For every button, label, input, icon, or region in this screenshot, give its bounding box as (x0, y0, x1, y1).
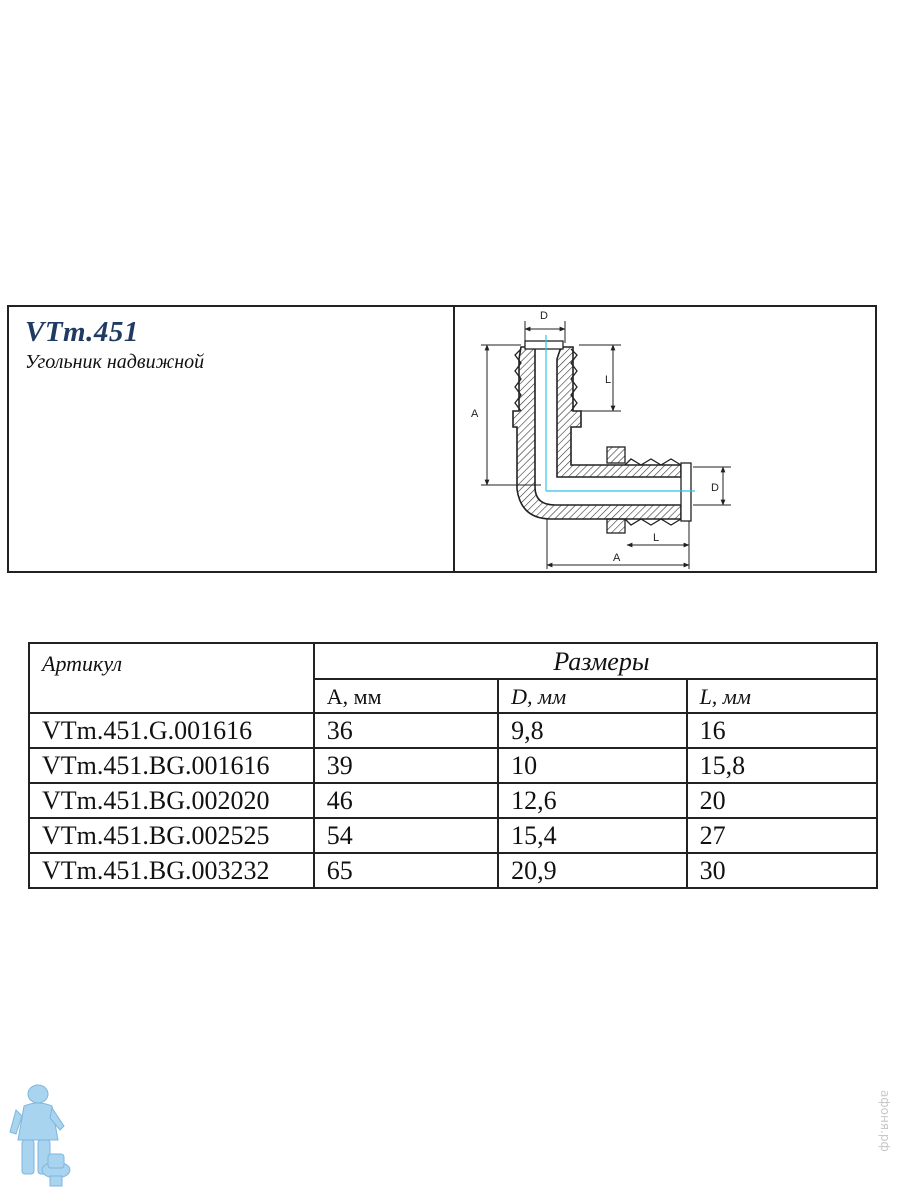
dimensions-table: Артикул Размеры А, мм D, мм L, мм VTm.45… (28, 642, 879, 889)
table-row: VTm.451.G.001616 36 9,8 16 (28, 712, 879, 749)
a-cell: 46 (312, 782, 500, 819)
table-row: VTm.451.BG.002020 46 12,6 20 (28, 782, 879, 819)
article-header: Артикул (28, 642, 315, 714)
dimensions-group-header: Размеры (312, 642, 879, 680)
product-name: Угольник надвижной (25, 351, 205, 373)
dim-label-l-vertical: L (605, 374, 611, 386)
l-cell: 30 (685, 852, 879, 889)
technical-drawing: D L A D L A (455, 307, 875, 571)
article-cell: VTm.451.BG.003232 (28, 852, 315, 889)
l-cell: 15,8 (685, 747, 879, 784)
dim-label-d-top: D (540, 310, 548, 322)
table-row: VTm.451.BG.003232 65 20,9 30 (28, 852, 879, 889)
column-a-header: А, мм (312, 678, 500, 714)
horizontal-fitting (606, 446, 692, 534)
l-cell: 20 (685, 782, 879, 819)
a-cell: 36 (312, 712, 500, 749)
d-cell: 15,4 (497, 817, 688, 854)
d-cell: 9,8 (497, 712, 688, 749)
site-watermark: афоня.рф (878, 1090, 892, 1152)
d-cell: 12,6 (497, 782, 688, 819)
vertical-barbs (514, 340, 578, 412)
product-card: VTm.451 Угольник надвижной (7, 305, 877, 573)
dim-label-l-horizontal: L (653, 532, 659, 544)
dimension-lines (481, 321, 731, 569)
dim-label-d-right: D (711, 482, 719, 494)
table-row: VTm.451.BG.002525 54 15,4 27 (28, 817, 879, 854)
l-cell: 16 (685, 712, 879, 749)
article-cell: VTm.451.BG.002525 (28, 817, 315, 854)
dim-label-a-horizontal: A (613, 552, 621, 564)
d-cell: 10 (497, 747, 688, 784)
article-cell: VTm.451.G.001616 (28, 712, 315, 749)
dim-label-a-vertical: A (471, 408, 479, 420)
column-l-header: L, мм (685, 678, 879, 714)
a-cell: 65 (312, 852, 500, 889)
fitting-body (512, 346, 682, 520)
a-cell: 39 (312, 747, 500, 784)
a-cell: 54 (312, 817, 500, 854)
table-row: VTm.451.BG.001616 39 10 15,8 (28, 747, 879, 784)
article-cell: VTm.451.BG.002020 (28, 782, 315, 819)
plumber-mascot-logo (9, 1084, 71, 1187)
column-d-header: D, мм (497, 678, 688, 714)
article-cell: VTm.451.BG.001616 (28, 747, 315, 784)
product-info: VTm.451 Угольник надвижной (9, 307, 455, 571)
d-cell: 20,9 (497, 852, 688, 889)
elbow-fitting-drawing: D L A D L A (471, 310, 731, 569)
axis-lines (545, 335, 695, 492)
l-cell: 27 (685, 817, 879, 854)
product-code: VTm.451 (25, 316, 139, 348)
